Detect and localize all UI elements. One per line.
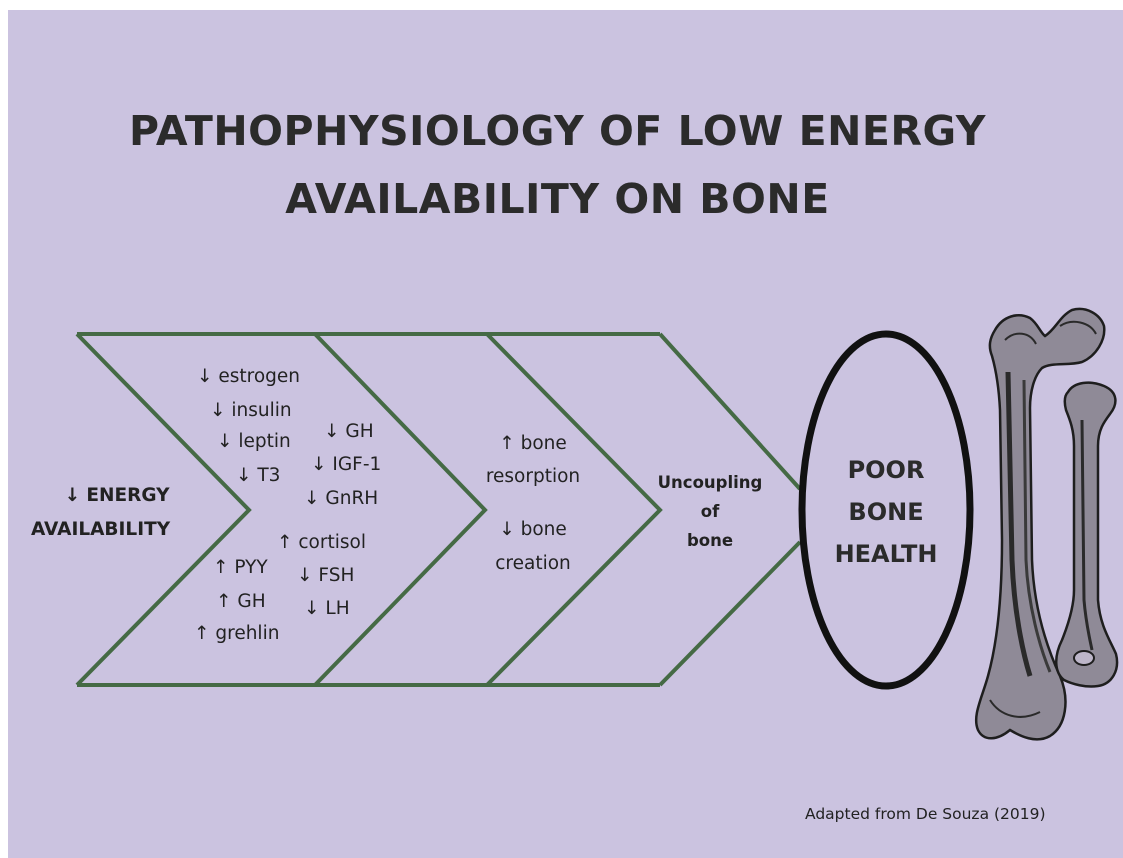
hormone-leptin: ↓ leptin xyxy=(217,433,291,452)
chevron-4-edge xyxy=(660,334,800,489)
stage3-bone-down: ↓ bone xyxy=(468,521,598,540)
stage4-bone: bone xyxy=(645,533,775,550)
chevron-4-edge-lower xyxy=(660,542,800,685)
hormone-gh-up: ↑ GH xyxy=(216,593,266,612)
chevron-3-edge xyxy=(487,334,660,685)
hormone-estrogen: ↓ estrogen xyxy=(197,368,300,387)
outcome-health: HEALTH xyxy=(806,542,966,566)
hormone-gh-down: ↓ GH xyxy=(324,423,374,442)
stage3-creation: creation xyxy=(468,555,598,574)
stage3-resorption: resorption xyxy=(468,468,598,487)
hormone-igf1: ↓ IGF-1 xyxy=(311,456,381,475)
hormone-t3: ↓ T3 xyxy=(236,467,280,486)
source-credit: Adapted from De Souza (2019) xyxy=(805,805,1046,823)
stage3-bone-up: ↑ bone xyxy=(468,435,598,454)
outcome-poor: POOR xyxy=(806,458,966,482)
hormone-pyy: ↑ PYY xyxy=(213,559,268,578)
outcome-bone: BONE xyxy=(806,500,966,524)
hormone-fsh: ↓ FSH xyxy=(297,567,354,586)
chevron-2-edge xyxy=(315,334,485,685)
stage1-availability-label: AVAILABILITY xyxy=(31,521,170,540)
hormone-lh: ↓ LH xyxy=(304,600,350,619)
hormone-gnrh: ↓ GnRH xyxy=(304,490,378,509)
stage4-uncoupling: Uncoupling xyxy=(645,475,775,492)
hormone-insulin: ↓ insulin xyxy=(210,402,292,421)
hormone-cortisol: ↑ cortisol xyxy=(277,534,366,553)
hormone-grehlin: ↑ grehlin xyxy=(194,625,279,644)
stage1-energy-label: ↓ ENERGY xyxy=(52,487,182,506)
stage4-of: of xyxy=(645,504,775,521)
radius-illustration xyxy=(1056,383,1117,687)
